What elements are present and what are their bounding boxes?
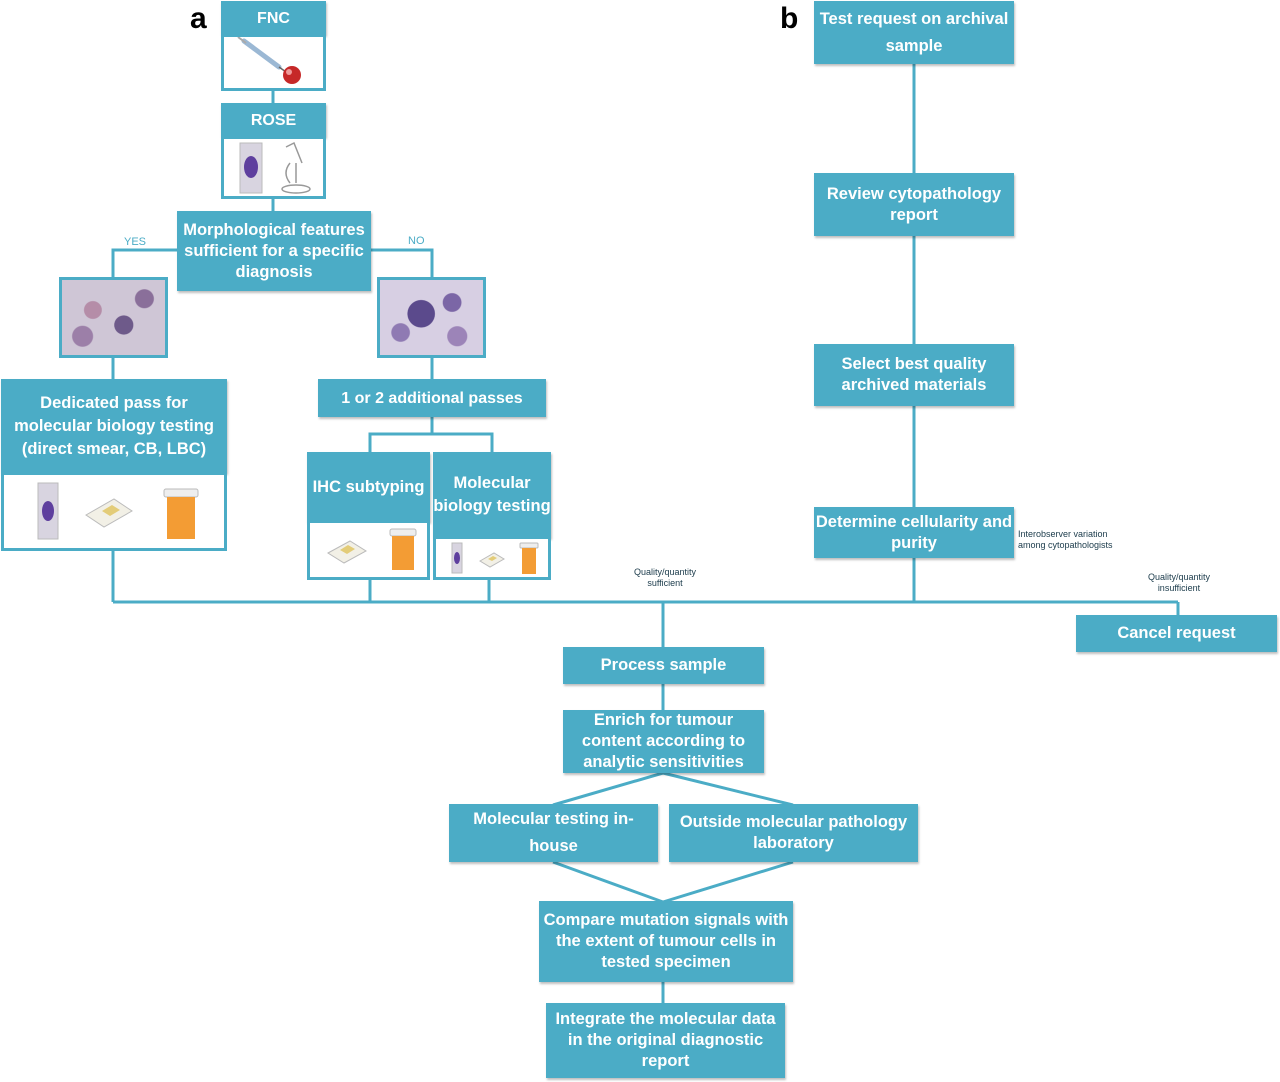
molbio-image <box>433 536 551 580</box>
slide-icon <box>451 542 463 574</box>
cancel-label: Cancel request <box>1117 624 1236 642</box>
fnc-image <box>221 34 326 91</box>
vial-icon <box>389 528 417 570</box>
rose-label: ROSE <box>250 111 297 129</box>
compare-label: Compare mutation signals with the extent… <box>543 911 789 971</box>
ihc-label: IHC subtyping <box>312 477 425 496</box>
review-label: Review cytopathology report <box>826 184 1002 224</box>
enrich-label: Enrich for tumour content according to a… <box>581 711 746 771</box>
additional-label: 1 or 2 additional passes <box>341 389 523 407</box>
cell-block-icon <box>85 498 133 528</box>
process-sample-box: Process sample <box>563 647 764 684</box>
dedicated-image <box>1 472 227 551</box>
slide-icon <box>37 482 59 540</box>
inhouse-box: Molecular testing in-house <box>449 804 658 862</box>
microscope-icon <box>281 141 311 194</box>
cell-block-icon <box>479 552 505 568</box>
ihc-image <box>307 520 430 580</box>
rose-box: ROSE <box>221 103 326 137</box>
cancel-request-box: Cancel request <box>1076 615 1277 652</box>
molbio-box: Molecular biology testing <box>433 452 551 538</box>
dedicated-pass-box: Dedicated pass for molecular biology tes… <box>1 379 227 473</box>
review-box: Review cytopathology report <box>814 173 1014 236</box>
test-request-label: Test request on archival sample <box>819 9 1009 55</box>
morph-label: Morphological features sufficient for a … <box>183 220 365 281</box>
cell-block-icon <box>327 540 367 564</box>
determine-box: Determine cellularity and purity <box>814 507 1014 558</box>
sufficient-note: Quality/quantity sufficient <box>633 567 697 588</box>
enrich-box: Enrich for tumour content according to a… <box>563 710 764 773</box>
panel-label-b: b <box>780 2 799 35</box>
yes-label: YES <box>124 236 147 248</box>
cytology-image-no <box>377 277 486 358</box>
fnc-label: FNC <box>257 9 290 27</box>
slide-icon <box>239 142 263 194</box>
outside-lab-box: Outside molecular pathology laboratory <box>669 804 918 862</box>
syringe-icon <box>237 36 301 84</box>
dedicated-label: Dedicated pass for molecular biology tes… <box>14 393 214 458</box>
vial-icon <box>519 542 539 574</box>
panel-label-a: a <box>190 2 207 35</box>
test-request-box: Test request on archival sample <box>814 1 1014 64</box>
integrate-box: Integrate the molecular data in the orig… <box>546 1003 785 1078</box>
rose-image <box>221 136 326 199</box>
additional-passes-box: 1 or 2 additional passes <box>318 379 546 417</box>
compare-box: Compare mutation signals with the extent… <box>539 901 793 982</box>
determine-label: Determine cellularity and purity <box>815 512 1013 552</box>
fnc-box: FNC <box>221 1 326 35</box>
ihc-box: IHC subtyping <box>307 452 430 522</box>
process-label: Process sample <box>600 656 727 674</box>
molbio-label: Molecular biology testing <box>433 474 551 515</box>
vial-icon <box>163 488 199 539</box>
interobserver-note: Interobserver variation among cytopathol… <box>1018 529 1113 550</box>
select-label: Select best quality archived materials <box>841 355 987 394</box>
insufficient-note: Quality/quantity insufficient <box>1147 572 1211 593</box>
select-box: Select best quality archived materials <box>814 344 1014 406</box>
cytology-image-yes <box>59 277 168 358</box>
inhouse-label: Molecular testing in-house <box>473 810 634 855</box>
integrate-label: Integrate the molecular data in the orig… <box>555 1010 776 1070</box>
outside-label: Outside molecular pathology laboratory <box>679 813 908 852</box>
droplet-icon <box>283 66 301 84</box>
no-label: NO <box>408 235 425 247</box>
morph-box: Morphological features sufficient for a … <box>177 211 371 291</box>
